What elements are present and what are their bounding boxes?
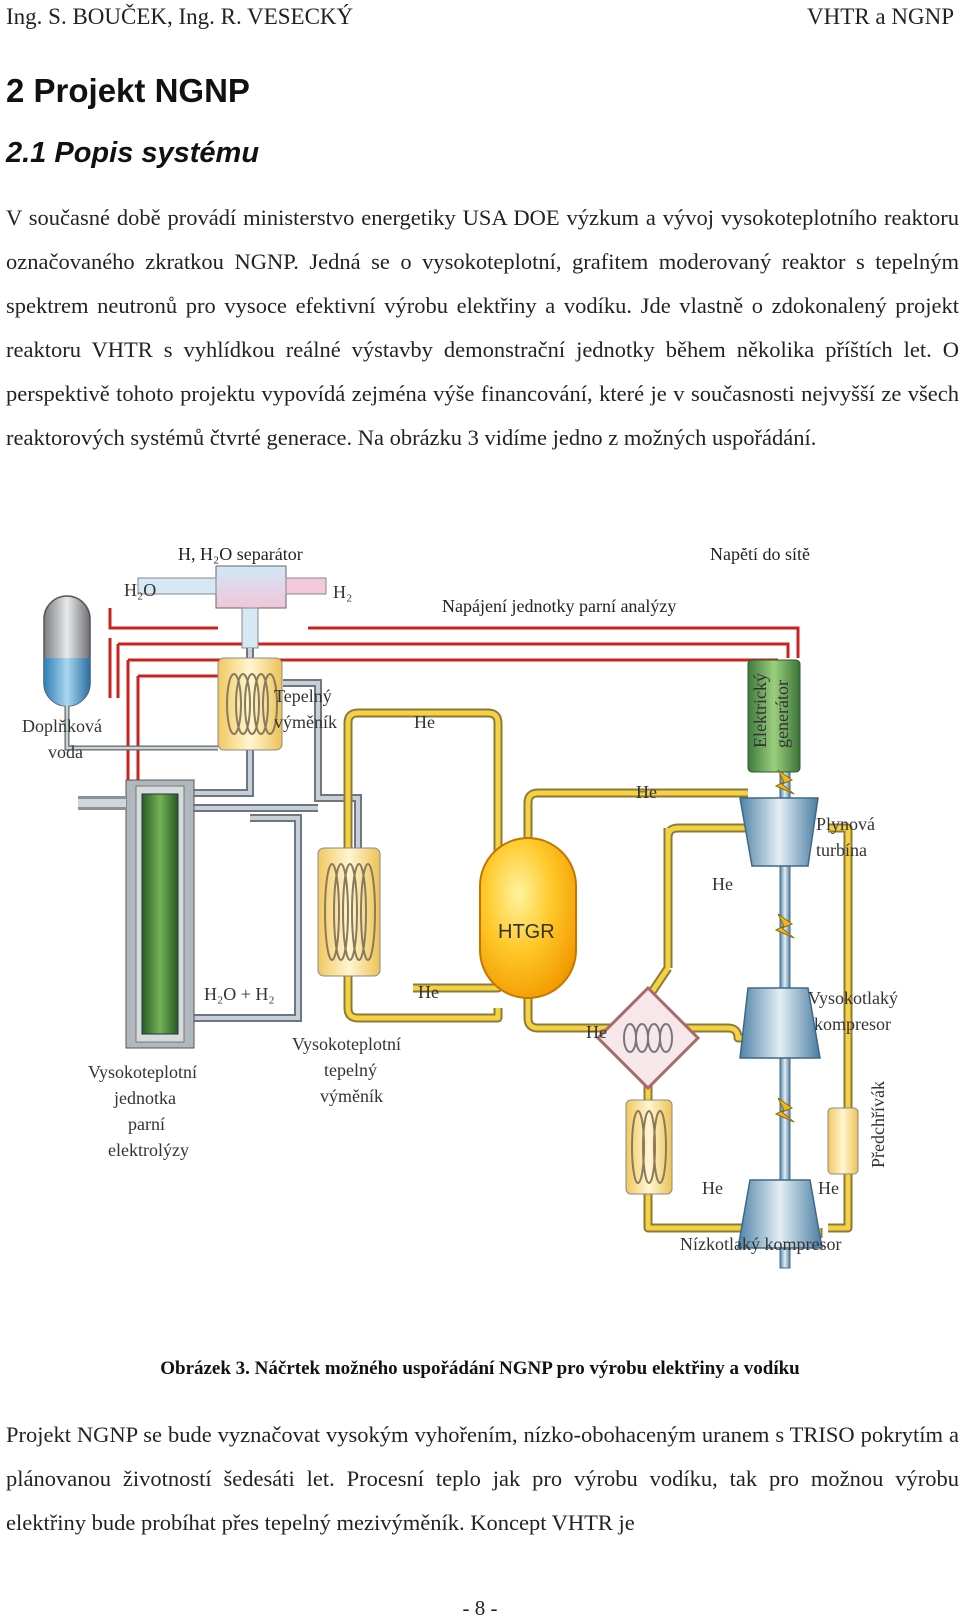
label-ht-hx-1: Vysokoteplotní [292, 1034, 401, 1054]
gas-turbine [739, 797, 819, 867]
label-turbine-1: Plynová [816, 814, 875, 834]
label-h2o: H₂O [124, 580, 156, 600]
subsection-heading: 2.1 Popis systému [6, 137, 260, 169]
recuperator [595, 985, 701, 1091]
label-generator-1: Elektrický [750, 673, 770, 748]
label-electrolysis-1: Vysokoteplotní [88, 1062, 197, 1082]
header-title: VHTR a NGNP [807, 4, 954, 29]
label-precooler: Předchřívák [868, 1081, 888, 1168]
ht-heat-exchanger [317, 847, 381, 977]
label-he-7: He [818, 1178, 839, 1198]
label-steam-power: Napájení jednotky parní analýzy [442, 596, 676, 616]
label-hp-comp-2: kompresor [814, 1014, 891, 1034]
label-he-1: He [414, 712, 435, 732]
precooler [827, 1107, 859, 1175]
label-ht-hx-2: tepelný [324, 1060, 377, 1080]
label-htgr: HTGR [498, 921, 555, 943]
label-separator: H, H₂O separátor [178, 548, 303, 564]
label-makeup-water-2: voda [48, 742, 83, 762]
label-hx-2: výměník [274, 712, 337, 732]
figure-caption: Obrázek 3. Náčrtek možného uspořádání NG… [160, 1358, 800, 1379]
label-h2o-h2: H₂O + H₂ [204, 984, 275, 1004]
heat-exchanger [217, 657, 283, 751]
makeup-water-tank [43, 595, 91, 707]
htgr-reactor [479, 837, 577, 999]
hp-compressor [739, 987, 821, 1059]
lower-heat-exchanger [625, 1099, 673, 1195]
label-electrolysis-4: elektrolýzy [108, 1140, 189, 1160]
header-authors: Ing. S. BOUČEK, Ing. R. VESECKÝ [6, 4, 354, 29]
label-h2: H₂ [333, 582, 352, 602]
label-generator-2: generátor [772, 680, 792, 748]
label-electrolysis-3: parní [128, 1114, 165, 1134]
label-he-5: He [586, 1022, 607, 1042]
label-hx-1: Tepelný [274, 686, 332, 706]
electric-generator [747, 659, 801, 773]
body-paragraph: Projekt NGNP se bude vyznačovat vysokým … [6, 1422, 959, 1535]
label-he-2: He [636, 782, 657, 802]
section-heading: 2 Projekt NGNP [6, 72, 250, 109]
page-number: - 8 - [462, 1596, 498, 1620]
electrolysis-unit [78, 779, 195, 1049]
power-lines [108, 608, 800, 798]
intro-paragraph: V současné době provádí ministerstvo ene… [6, 205, 959, 450]
label-electrolysis-2: jednotka [113, 1088, 176, 1108]
label-makeup-water-1: Doplňková [22, 716, 102, 736]
label-turbine-2: turbína [816, 840, 867, 860]
label-grid: Napětí do sítě [710, 548, 810, 564]
ngnp-diagram: H, H₂O separátor H₂O H₂ Napětí do sítě N… [18, 544, 958, 1318]
label-lp-comp: Nízkotlaký kompresor [680, 1234, 841, 1254]
separator [137, 565, 327, 649]
label-hp-comp-1: Vysokotlaký [808, 988, 898, 1008]
label-he-4: He [418, 982, 439, 1002]
label-he-6: He [702, 1178, 723, 1198]
label-ht-hx-3: výměník [320, 1086, 383, 1106]
label-he-3: He [712, 874, 733, 894]
lp-compressor [737, 1179, 823, 1249]
